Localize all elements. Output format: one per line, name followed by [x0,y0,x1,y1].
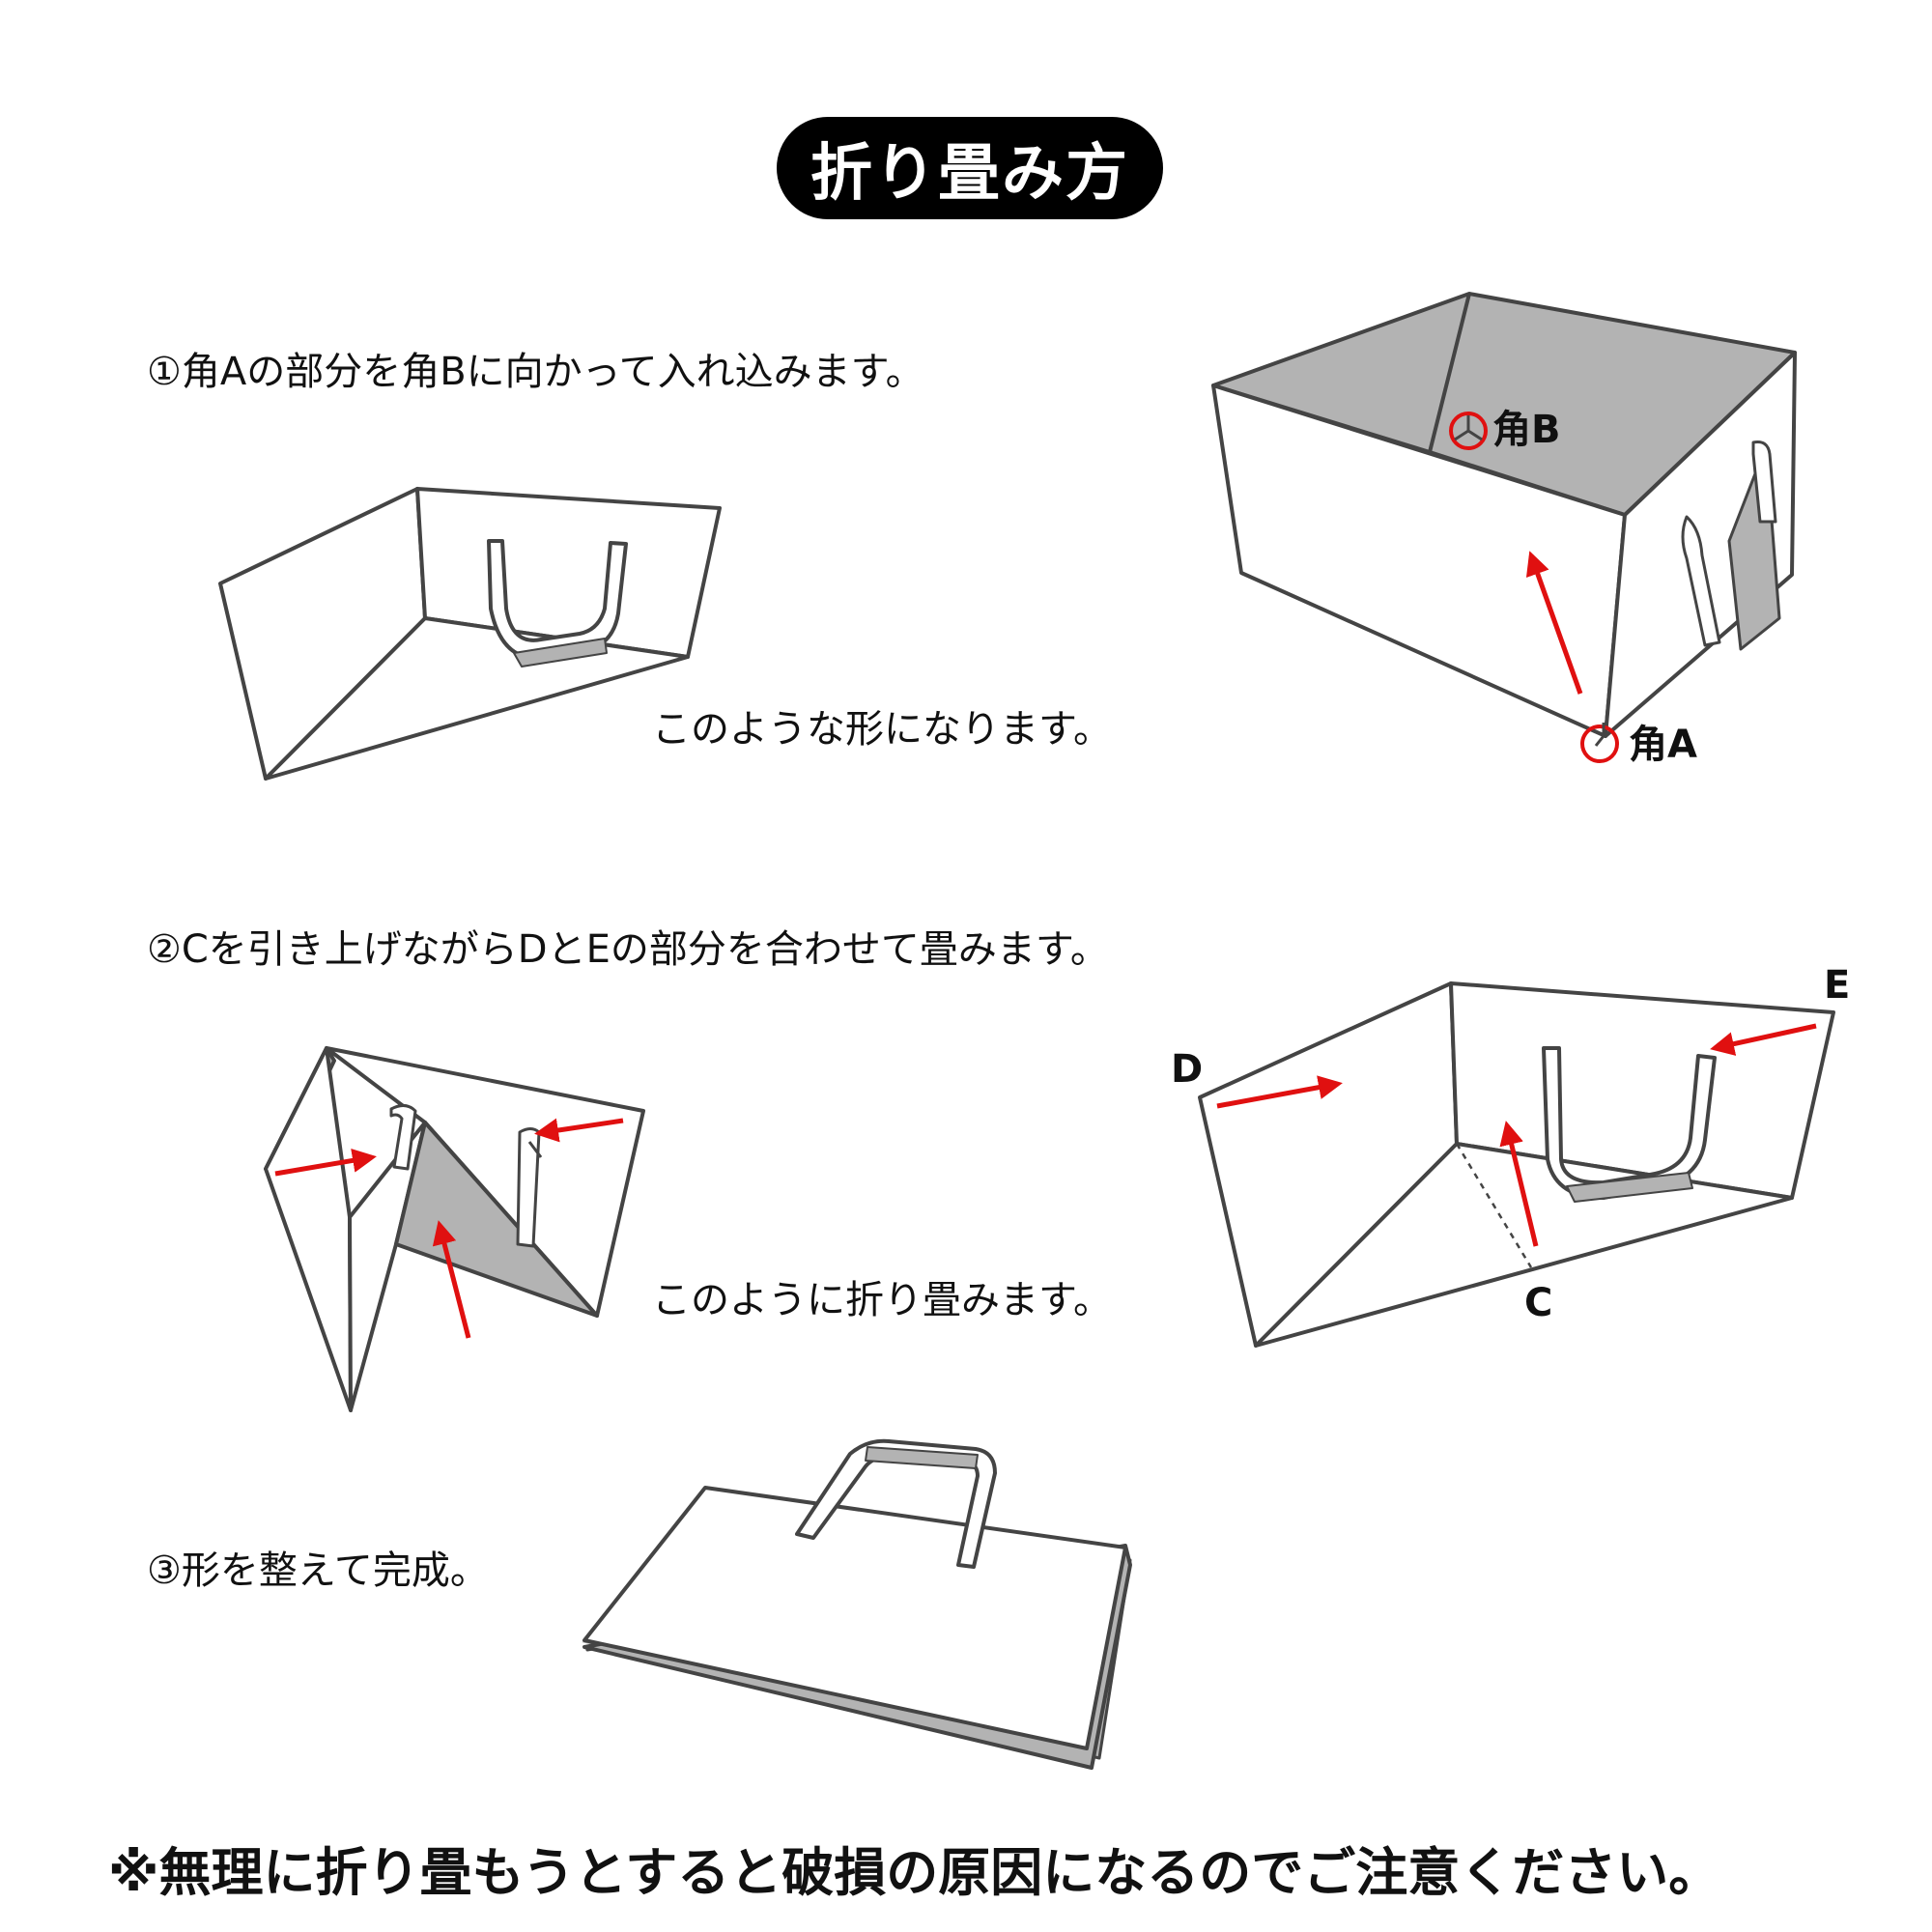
corner-markers [1449,412,1619,763]
arrow-left-panel-in [274,1149,377,1177]
page-title: 折り畳み方 [810,138,1129,210]
step2-folding-bag [264,1046,645,1412]
label-d: D [1171,1047,1203,1092]
direction-arrows [274,551,1817,1339]
arrow-c-up [1499,1121,1539,1247]
corner-b-circle [1449,412,1488,450]
step3-instruction: ③形を整えて完成。 [147,1548,489,1593]
corner-a-circle [1580,724,1619,763]
arrow-right-panel-in [534,1118,624,1143]
step1-folded-bag [218,487,722,781]
label-c: C [1524,1281,1552,1325]
arrow-a-to-b [1525,551,1583,695]
arrow-d-in [1216,1075,1343,1109]
step1-instruction: ①角Aの部分を角Bに向かって入れ込みます。 [147,350,924,394]
corner-a-label: 角A [1629,723,1697,767]
caution-note: ※無理に折り畳もうとすると破損の原因になるのでご注意ください。 [108,1842,1721,1903]
step2-flattened-bag [1198,981,1835,1348]
corner-b-label: 角B [1492,408,1561,452]
step1-result-caption: このような形になります。 [652,707,1112,752]
arrow-center-up [432,1220,471,1339]
step2-instruction: ②Cを引き上げながらDとEの部分を合わせて畳みます。 [147,927,1109,972]
step2-result-caption: このように折り畳みます。 [652,1278,1112,1322]
arrow-e-in [1710,1023,1817,1056]
step1-open-box [1211,292,1797,738]
label-e: E [1824,963,1850,1008]
title-badge: 折り畳み方 [777,117,1163,219]
step3-finished-bag [582,1438,1132,1770]
corner-ticks [1454,415,1605,747]
